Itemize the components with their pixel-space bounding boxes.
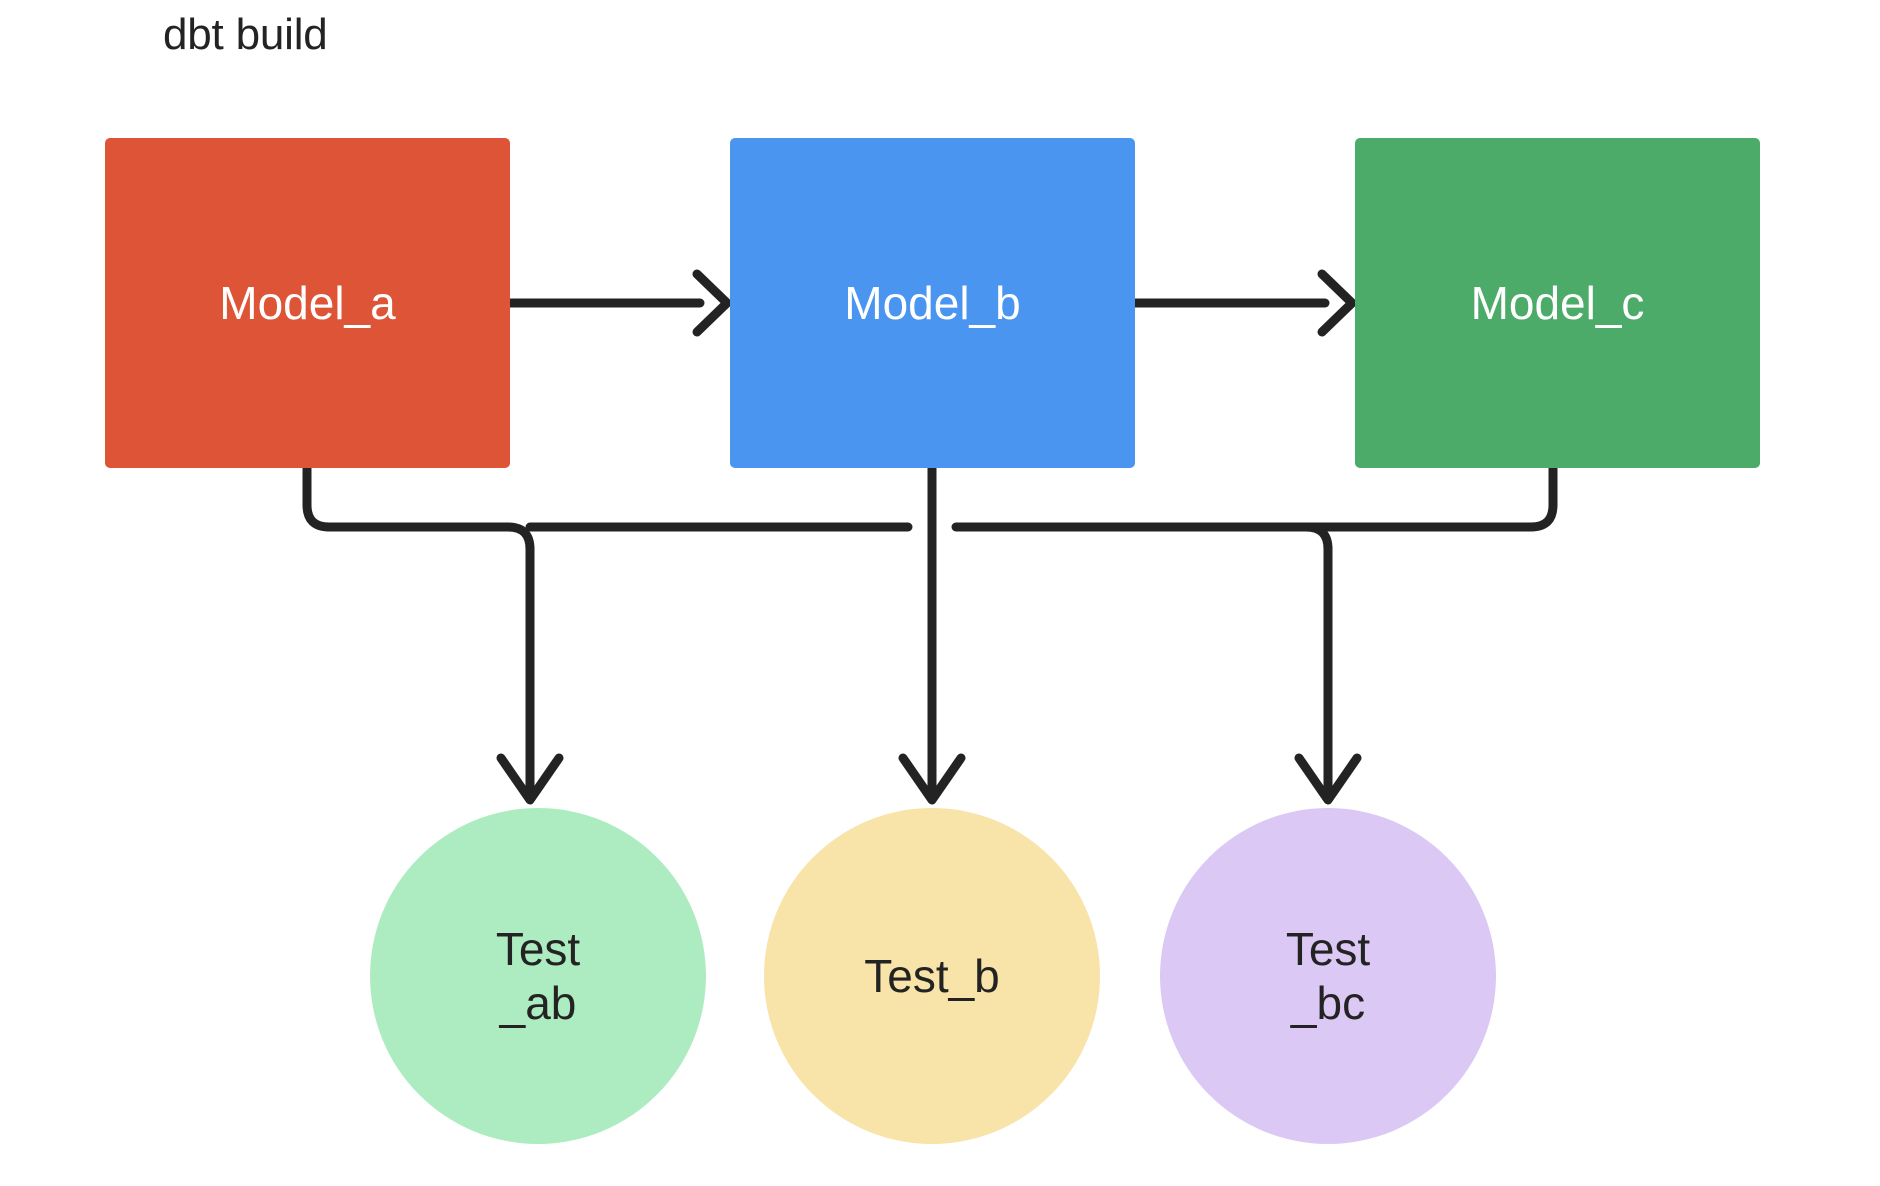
edge-model-c-to-bus — [1347, 463, 1558, 532]
arrowhead-model-c-in — [1317, 269, 1357, 337]
node-model-c-label: Model_c — [1470, 277, 1645, 329]
arrowhead-test-bc-in — [1294, 753, 1362, 805]
node-model-a-label: Model_a — [219, 277, 396, 329]
node-test-bc[interactable]: Test _bc — [1160, 808, 1496, 1144]
page-title: dbt build — [163, 10, 328, 59]
arrowhead-test-ab-in — [496, 753, 564, 805]
node-model-a[interactable]: Model_a — [105, 138, 510, 468]
node-test-b-label: Test_b — [864, 949, 1000, 1002]
node-model-c[interactable]: Model_c — [1355, 138, 1760, 468]
node-model-b-label: Model_b — [844, 277, 1021, 329]
node-test-bc-label: Test _bc — [1285, 922, 1371, 1029]
node-model-b[interactable]: Model_b — [730, 138, 1135, 468]
node-test-ab[interactable]: Test _ab — [370, 808, 706, 1144]
bus-branch-corner-test-ab — [503, 522, 535, 554]
arrowhead-model-b-in — [692, 269, 732, 337]
node-test-b[interactable]: Test_b — [764, 808, 1100, 1144]
node-test-ab-label: Test _ab — [495, 922, 581, 1029]
edge-model-a-to-bus — [302, 463, 513, 532]
arrowhead-test-b-in — [898, 753, 966, 805]
bus-branch-corner-test-bc — [1301, 522, 1333, 554]
